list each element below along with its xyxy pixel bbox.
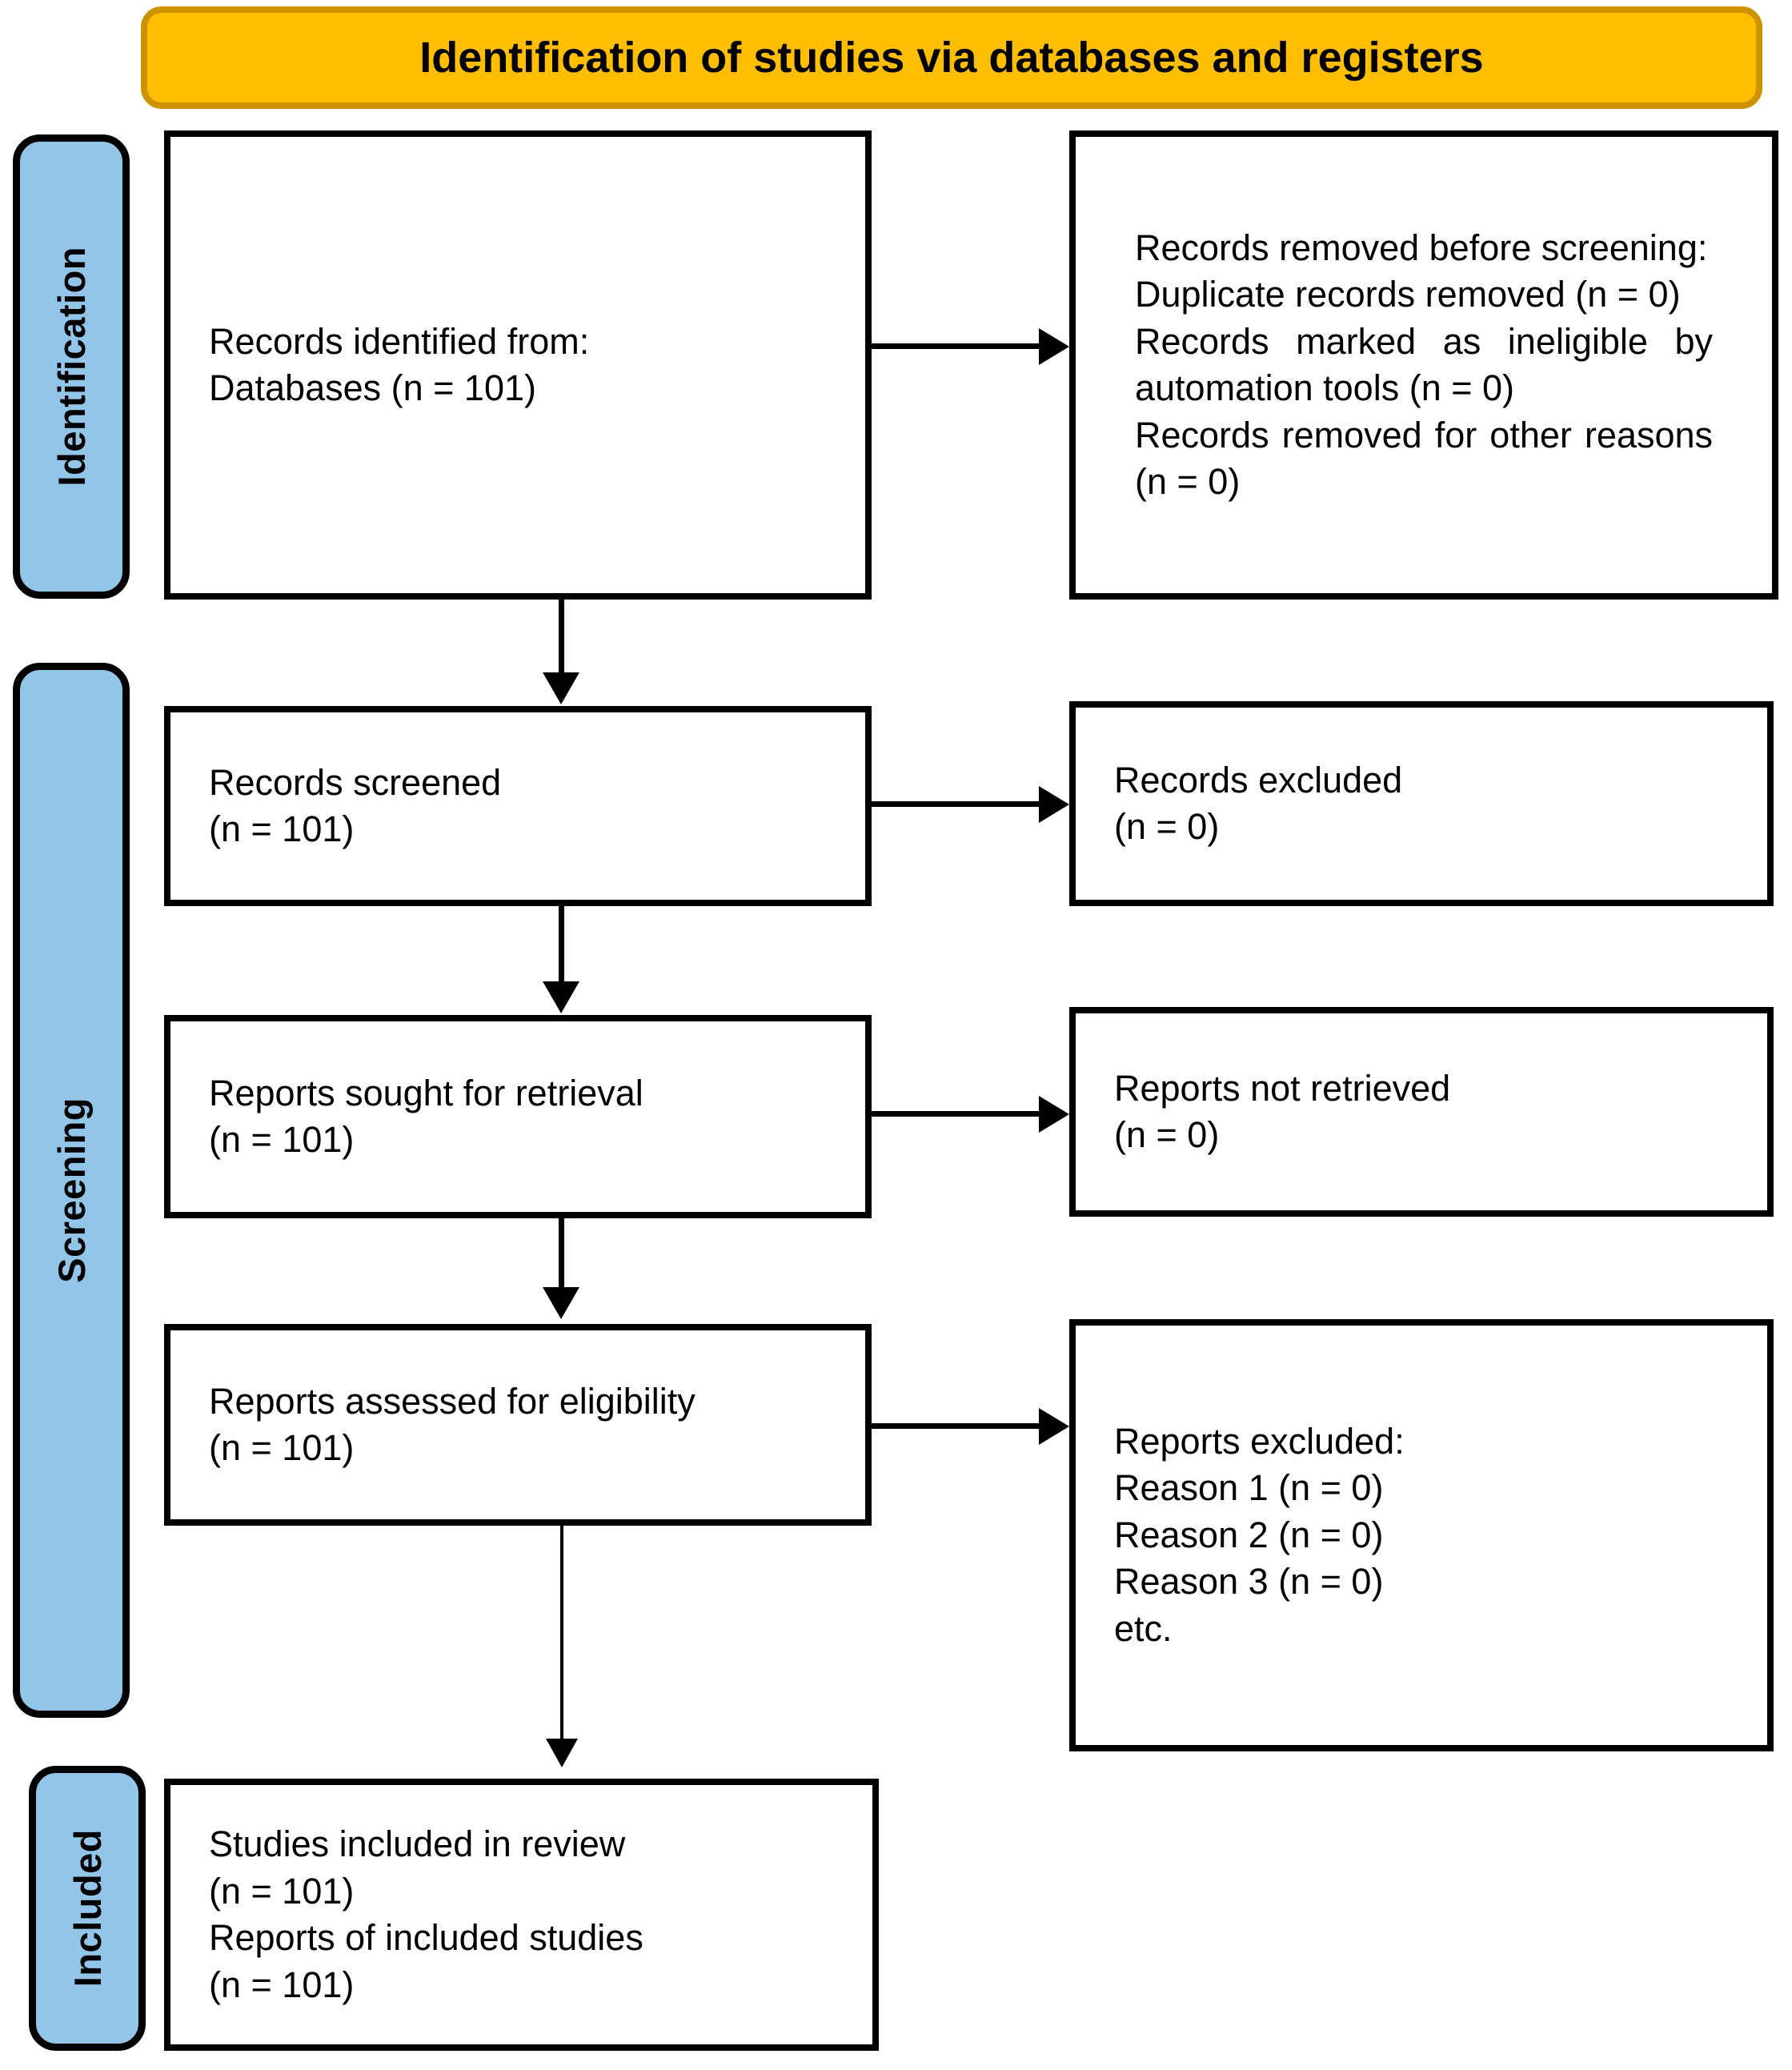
box-records-excluded: Records excluded (n = 0): [1069, 701, 1774, 906]
connector-sought-to-assessed: [559, 1218, 564, 1290]
box-records-excluded-text: Records excluded (n = 0): [1114, 759, 1403, 848]
box-reports-excluded: Reports excluded: Reason 1 (n = 0) Reaso…: [1069, 1319, 1774, 1751]
connector-assessed-to-included: [560, 1526, 563, 1742]
box-records-screened-text: Records screened (n = 101): [209, 761, 502, 850]
stage-label-included: Included: [66, 1829, 109, 1988]
box-studies-included-in-review-text: Studies included in review (n = 101) Rep…: [209, 1823, 643, 2005]
arrowhead-identified-to-removed: [1039, 328, 1069, 365]
box-reports-not-retrieved-text: Reports not retrieved (n = 0): [1114, 1067, 1451, 1156]
connector-screened-to-excluded: [872, 801, 1041, 807]
connector-identified-to-screened: [559, 600, 564, 676]
stage-bar-included: Included: [29, 1766, 146, 2051]
connector-screened-to-sought: [559, 906, 564, 985]
arrowhead-assessed-to-reportsexcluded: [1039, 1408, 1069, 1445]
header-banner: Identification of studies via databases …: [141, 6, 1762, 109]
stage-label-screening: Screening: [50, 1097, 93, 1283]
arrowhead-screened-to-excluded: [1039, 786, 1069, 823]
stage-bar-screening: Screening: [13, 663, 130, 1718]
box-records-removed-before-screening: Records removed before screening: Duplic…: [1069, 130, 1778, 600]
arrowhead-sought-to-assessed: [543, 1287, 579, 1319]
box-studies-included-in-review: Studies included in review (n = 101) Rep…: [164, 1779, 879, 2051]
connector-assessed-to-reportsexcluded: [872, 1423, 1041, 1429]
stage-bar-identification: Identification: [13, 134, 130, 599]
box-records-identified-text: Records identified from: Databases (n = …: [209, 320, 590, 409]
box-reports-assessed-for-eligibility: Reports assessed for eligibility (n = 10…: [164, 1324, 872, 1526]
arrowhead-screened-to-sought: [543, 981, 579, 1013]
box-records-identified: Records identified from: Databases (n = …: [164, 130, 872, 600]
box-reports-not-retrieved: Reports not retrieved (n = 0): [1069, 1007, 1774, 1217]
connector-identified-to-removed: [872, 343, 1041, 349]
stage-label-identification: Identification: [50, 247, 93, 487]
box-reports-excluded-text: Reports excluded: Reason 1 (n = 0) Reaso…: [1114, 1420, 1405, 1649]
box-reports-assessed-for-eligibility-text: Reports assessed for eligibility (n = 10…: [209, 1380, 696, 1469]
page-title: Identification of studies via databases …: [419, 33, 1484, 82]
arrowhead-identified-to-screened: [543, 672, 579, 704]
box-records-screened: Records screened (n = 101): [164, 706, 872, 906]
box-reports-sought-for-retrieval: Reports sought for retrieval (n = 101): [164, 1015, 872, 1218]
arrowhead-assessed-to-included: [546, 1739, 578, 1767]
box-reports-sought-for-retrieval-text: Reports sought for retrieval (n = 101): [209, 1072, 643, 1161]
connector-sought-to-notretrieved: [872, 1111, 1041, 1117]
arrowhead-sought-to-notretrieved: [1039, 1096, 1069, 1133]
box-records-removed-before-screening-text: Records removed before screening: Duplic…: [1135, 227, 1713, 503]
